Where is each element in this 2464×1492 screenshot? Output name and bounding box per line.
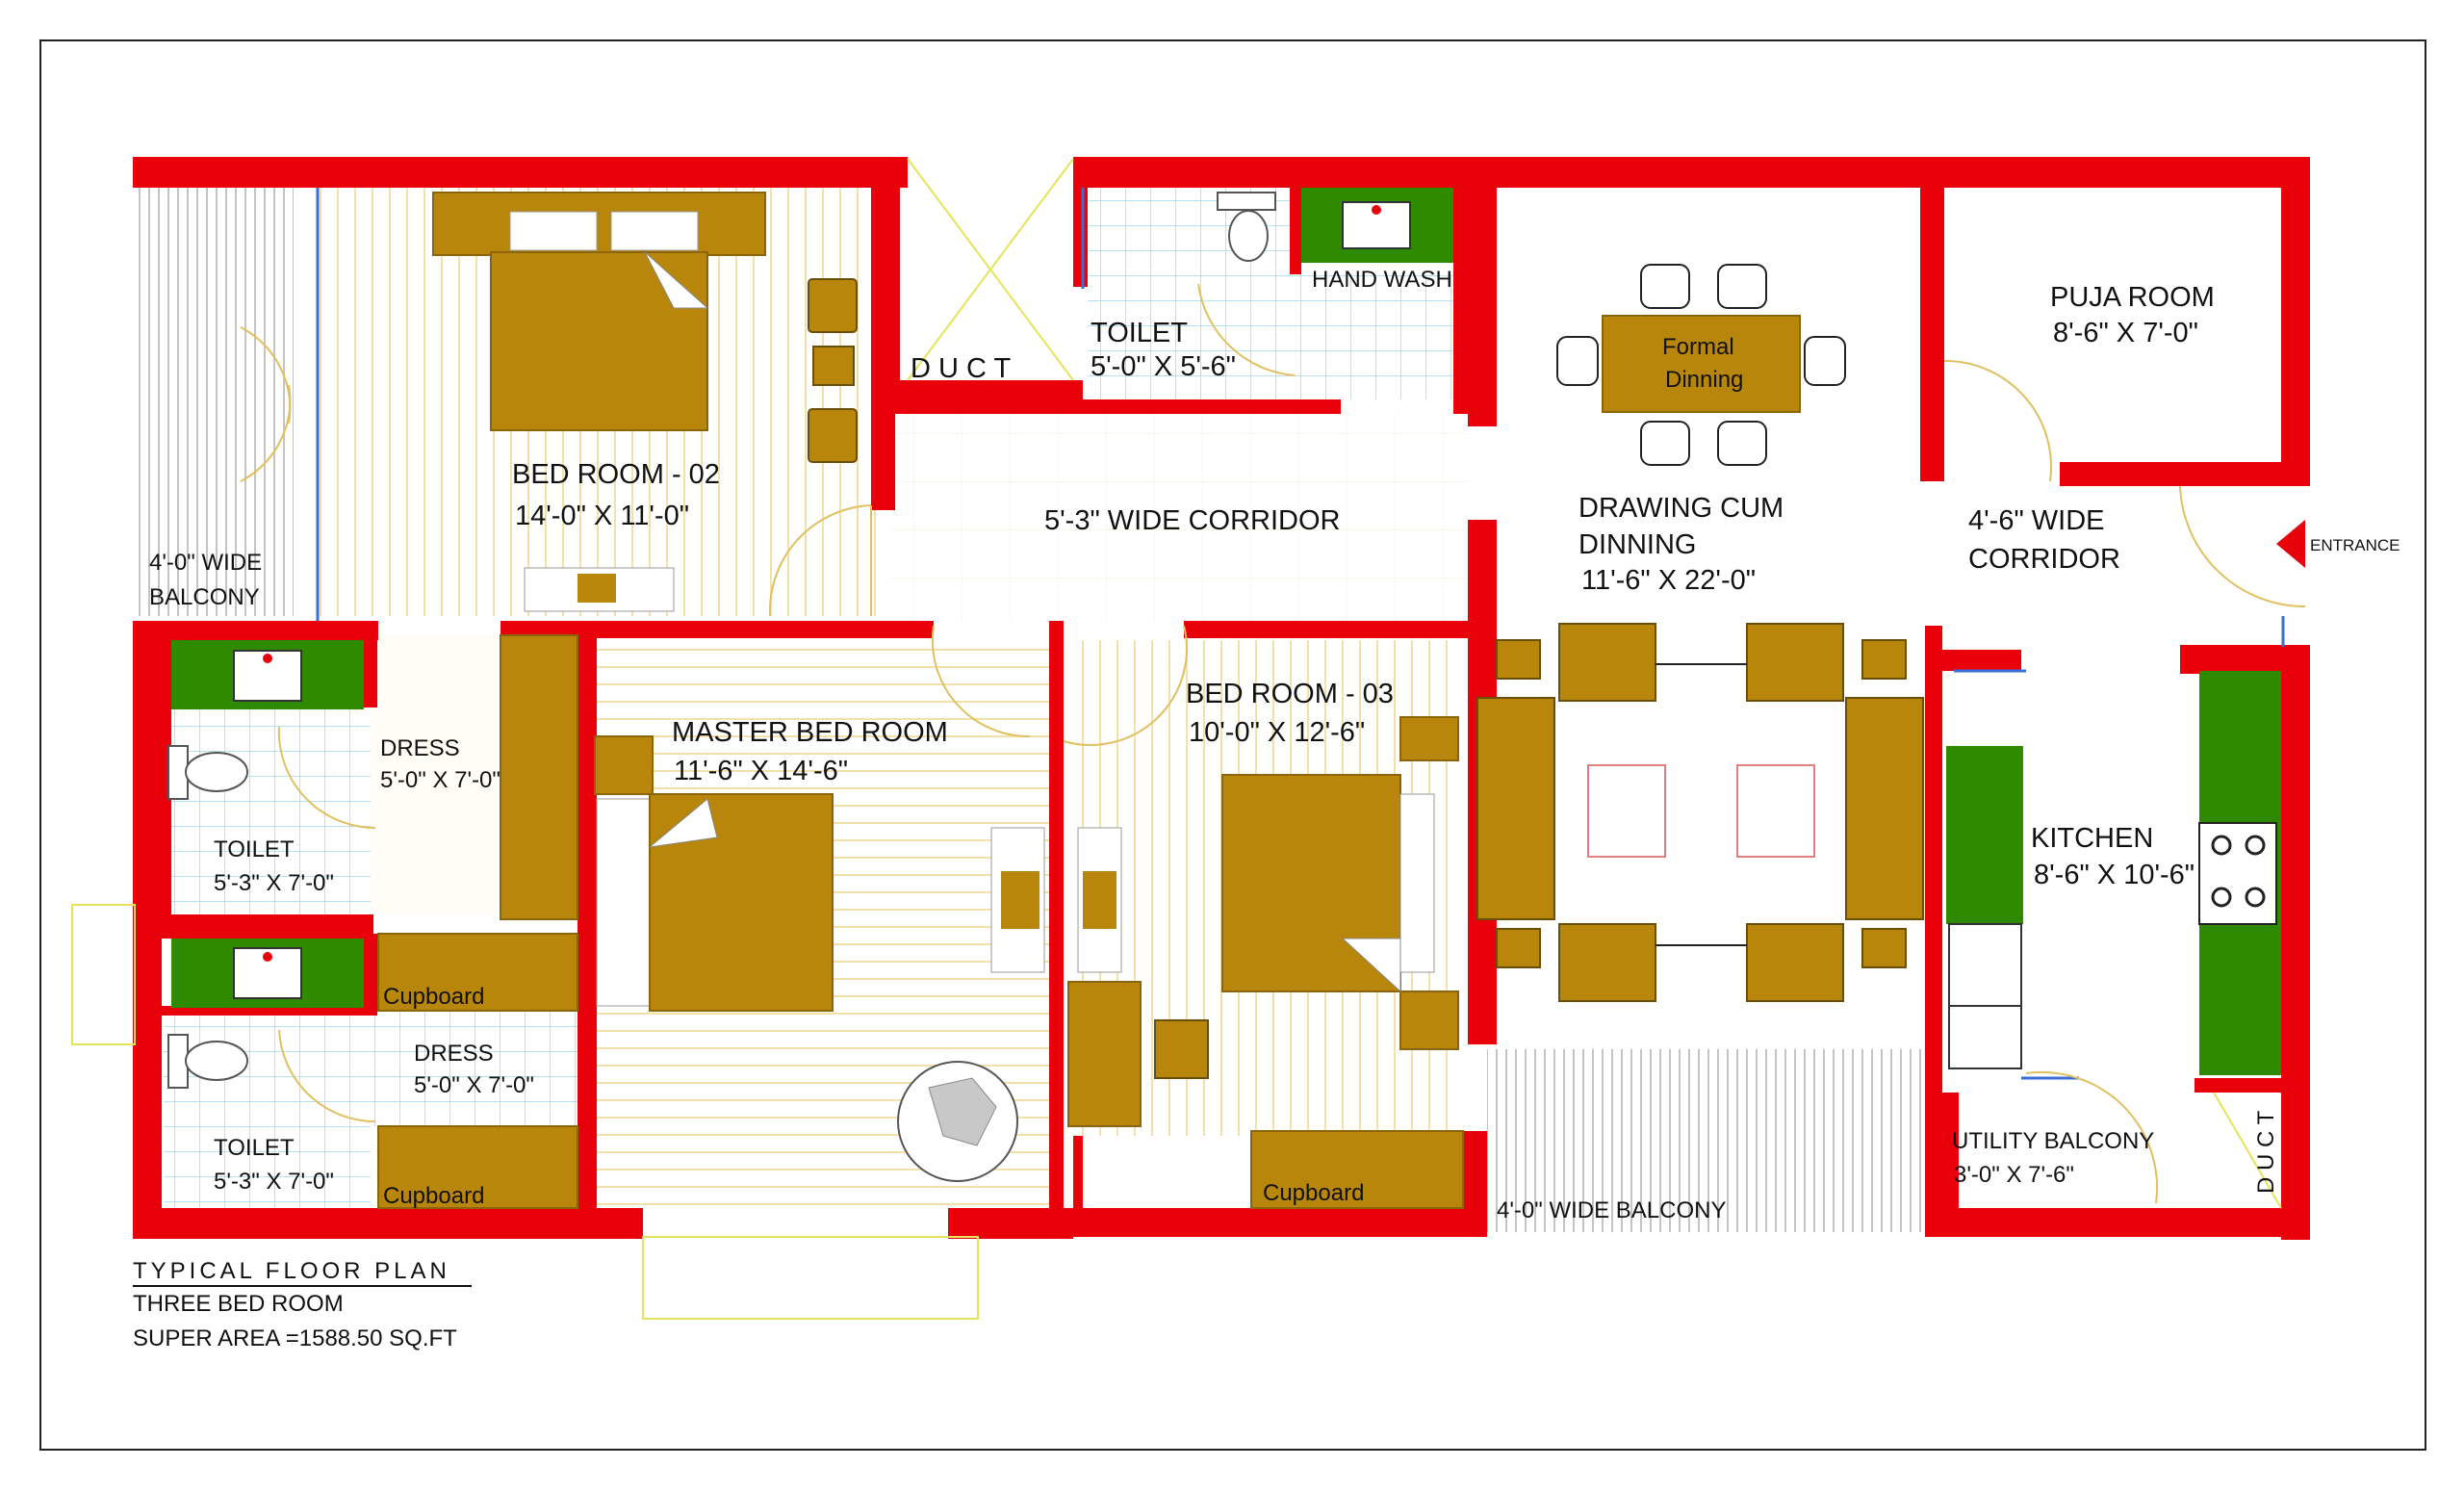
corridor-main-label: 5'-3" WIDE CORRIDOR: [1044, 505, 1340, 536]
counters: [171, 188, 2281, 1075]
plan-caption: TYPICAL FLOOR PLAN THREE BED ROOM SUPER …: [133, 1258, 472, 1351]
bed-bedroom-02: [432, 192, 766, 612]
formal-dining-line2: Dinning: [1665, 367, 1743, 393]
drawing-line1: DRAWING CUM: [1578, 493, 1784, 524]
utility-size: 3'-0" X 7'-6": [1954, 1162, 2074, 1188]
duct-right-label: D U C T: [2253, 1110, 2279, 1194]
entrance-arrow: [2276, 520, 2305, 568]
puja-room-name: PUJA ROOM: [2050, 282, 2215, 313]
bedroom-03-size: 10'-0" X 12'-6": [1189, 717, 1365, 748]
balcony-left-line2: BALCONY: [149, 584, 260, 610]
dress-1-size: 5'-0" X 7'-0": [380, 767, 500, 793]
toilet-2-size: 5'-3" X 7'-0": [214, 1169, 334, 1195]
formal-dining-line1: Formal: [1662, 334, 1734, 360]
caption-subtitle: THREE BED ROOM: [133, 1291, 344, 1317]
drawing-size: 11'-6" X 22'-0": [1581, 565, 1756, 596]
water-closets: [167, 192, 1276, 1089]
wardrobes: [377, 634, 1464, 1209]
bed-bedroom-03: [1067, 774, 1435, 1127]
door-arcs: [240, 283, 2306, 1204]
chairs-bedroom-02: [808, 278, 858, 463]
master-bedroom-size: 11'-6" X 14'-6": [674, 756, 848, 786]
bedroom-02-name: BED ROOM - 02: [512, 459, 720, 490]
drawing-line2: DINNING: [1578, 529, 1696, 560]
entrance-label: ENTRANCE: [2310, 536, 2400, 554]
dress-1-name: DRESS: [380, 735, 460, 761]
room-labels: BED ROOM - 02 14'-0" X 11'-0" MASTER BED…: [149, 267, 2400, 1223]
utility-name: UTILITY BALCONY: [1952, 1128, 2154, 1154]
dining-set: [1556, 264, 1846, 466]
toilet-2-name: TOILET: [214, 1135, 295, 1161]
dress-2-name: DRESS: [414, 1041, 494, 1067]
balcony-left-line1: 4'-0" WIDE: [149, 550, 262, 576]
dress-2-size: 5'-0" X 7'-0": [414, 1072, 534, 1098]
duct-cross: [907, 158, 2282, 1209]
duct-top-label: D U C T: [911, 353, 1011, 384]
cupboard-2-label: Cupboard: [383, 1183, 484, 1209]
bed-master: [596, 793, 1045, 1182]
master-bedroom-name: MASTER BED ROOM: [672, 717, 948, 748]
cupboard-1-label: Cupboard: [383, 984, 484, 1010]
toilet-1-name: TOILET: [214, 836, 295, 862]
hand-wash-label: HAND WASH: [1312, 267, 1452, 293]
toilet-top-size: 5'-0" X 5'-6": [1091, 351, 1236, 382]
living-sofas: [1476, 623, 1924, 1002]
corridor-side-line1: 4'-6" WIDE: [1968, 505, 2105, 536]
bedroom-02-size: 14'-0" X 11'-0": [515, 501, 689, 531]
coffee-tables: [1587, 764, 1815, 858]
corridor-side-line2: CORRIDOR: [1968, 544, 2120, 575]
cupboard-3-label: Cupboard: [1263, 1180, 1364, 1206]
caption-title: TYPICAL FLOOR PLAN: [133, 1258, 450, 1284]
caption-area: SUPER AREA =1588.50 SQ.FT: [133, 1325, 457, 1351]
windows: [316, 188, 2285, 1080]
bedroom-03-name: BED ROOM - 03: [1186, 679, 1394, 709]
sofa-lines: [1656, 663, 1747, 946]
kitchen-name: KITCHEN: [2031, 823, 2153, 854]
outer-frames: [71, 904, 979, 1320]
toilet-1-size: 5'-3" X 7'-0": [214, 870, 334, 896]
puja-room-size: 8'-6" X 7'-0": [2053, 318, 2198, 348]
balcony-bottom-label: 4'-0" WIDE BALCONY: [1497, 1197, 1727, 1223]
kitchen-size: 8'-6" X 10'-6": [2034, 860, 2194, 890]
toilet-top-name: TOILET: [1091, 318, 1188, 348]
